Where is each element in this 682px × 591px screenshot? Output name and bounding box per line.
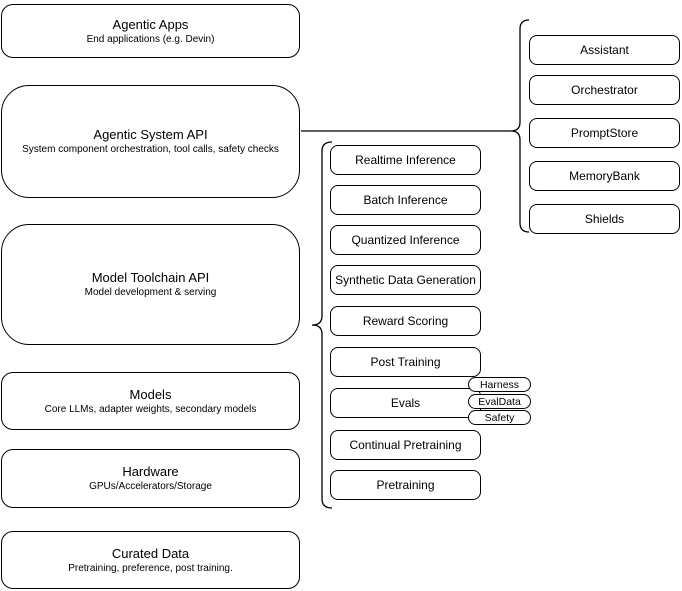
service-quantized-inference: Quantized Inference xyxy=(330,225,481,255)
service-post-training: Post Training xyxy=(330,347,481,377)
service-pretraining: Pretraining xyxy=(330,470,481,500)
service-continual-pretraining: Continual Pretraining xyxy=(330,430,481,460)
layer-title: Models xyxy=(129,386,172,402)
layer-subtitle: End applications (e.g. Devin) xyxy=(86,33,215,45)
layer-title: Curated Data xyxy=(111,545,190,561)
layer-subtitle: Model development & serving xyxy=(84,287,217,298)
service-realtime-inference: Realtime Inference xyxy=(330,145,481,175)
tag-evaldata: EvalData xyxy=(468,394,531,409)
service-synthetic-data-generation: Synthetic Data Generation xyxy=(330,265,481,295)
service-reward-scoring: Reward Scoring xyxy=(330,306,481,336)
service-batch-inference: Batch Inference xyxy=(330,185,481,215)
layer-subtitle: GPUs/Accelerators/Storage xyxy=(89,481,212,492)
layer-curated-data: Curated Data Pretraining, preference, po… xyxy=(1,531,300,589)
component-assistant: Assistant xyxy=(529,35,680,65)
component-shields: Shields xyxy=(529,204,680,234)
system-api-brace xyxy=(510,19,530,233)
tag-safety: Safety xyxy=(468,410,531,425)
layer-agentic-system-api: Agentic System API System component orch… xyxy=(1,85,300,198)
layer-title: Model Toolchain API xyxy=(91,270,210,285)
layer-subtitle: Core LLMs, adapter weights, secondary mo… xyxy=(44,403,257,415)
component-promptstore: PromptStore xyxy=(529,118,680,148)
component-orchestrator: Orchestrator xyxy=(529,75,680,105)
toolchain-brace xyxy=(311,141,333,509)
tag-harness: Harness xyxy=(468,377,531,392)
service-evals: Evals xyxy=(330,388,481,418)
layer-subtitle: Pretraining, preference, post training. xyxy=(68,562,233,574)
component-memorybank: MemoryBank xyxy=(529,161,680,191)
layer-agentic-apps: Agentic Apps End applications (e.g. Devi… xyxy=(1,4,300,58)
layer-model-toolchain-api: Model Toolchain API Model development & … xyxy=(1,224,300,345)
layer-title: Agentic System API xyxy=(93,127,208,142)
layer-models: Models Core LLMs, adapter weights, secon… xyxy=(1,372,300,430)
layer-subtitle: System component orchestration, tool cal… xyxy=(22,144,279,155)
layer-title: Hardware xyxy=(122,464,179,479)
layer-title: Agentic Apps xyxy=(112,16,189,32)
layer-hardware: Hardware GPUs/Accelerators/Storage xyxy=(1,449,300,508)
